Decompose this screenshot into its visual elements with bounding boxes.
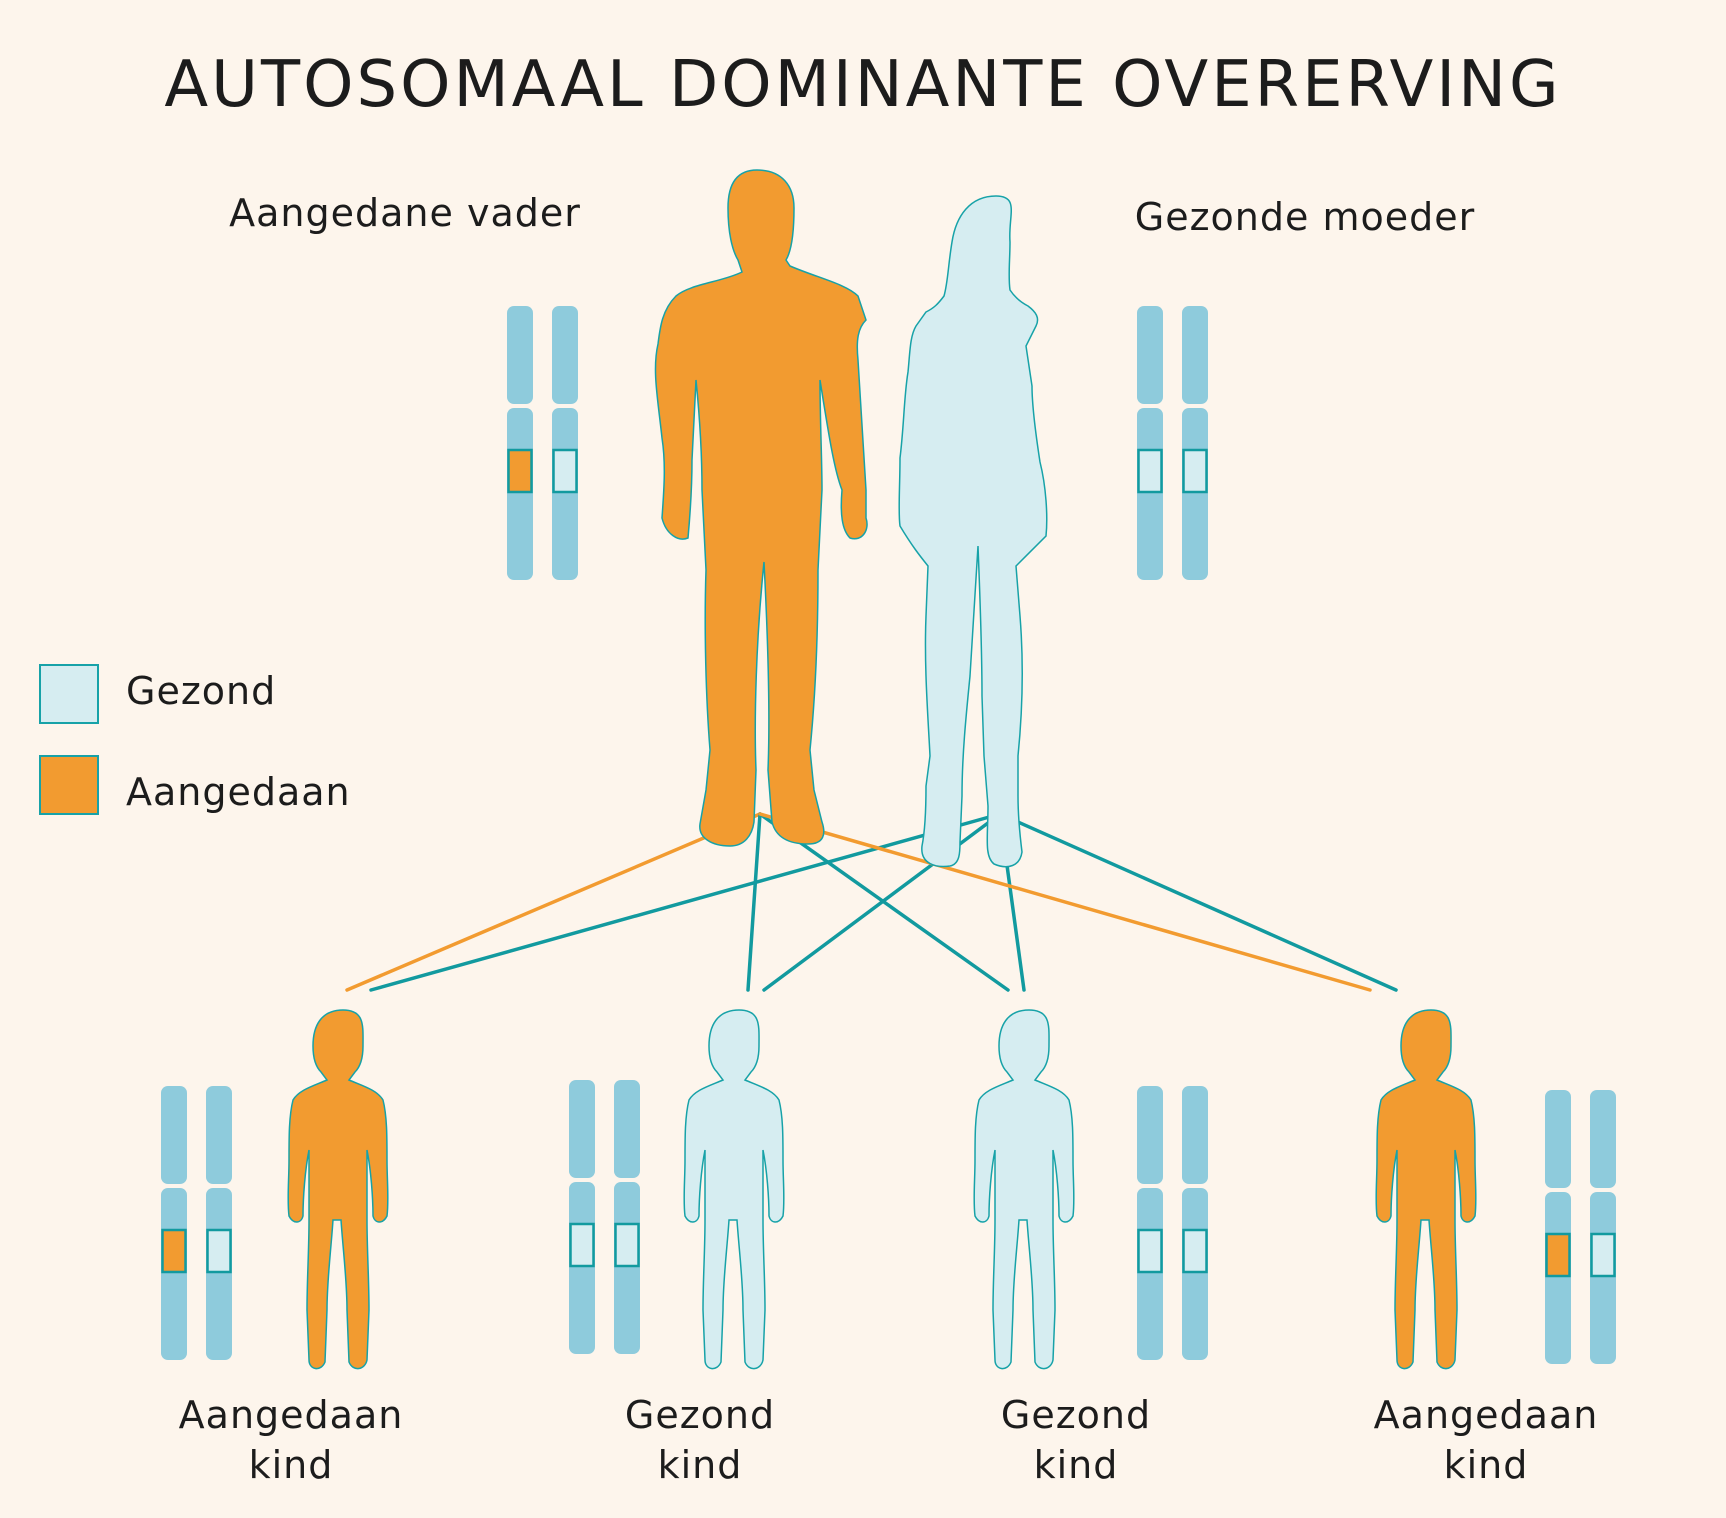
mother-chromosomes xyxy=(1137,306,1208,580)
child-2-figure xyxy=(683,1009,785,1370)
chromosome-arm-long xyxy=(507,408,533,580)
allele-healthy xyxy=(1182,448,1208,494)
chromosome-arm-short xyxy=(1182,1086,1208,1184)
chromosome-arm-long xyxy=(1590,1192,1616,1364)
line-father-child-2 xyxy=(746,812,762,992)
chromosome-arm-short xyxy=(161,1086,187,1184)
allele-healthy xyxy=(1182,1228,1208,1274)
chromosome-arm-short xyxy=(507,306,533,404)
line-mother-child-4 xyxy=(998,812,1398,992)
child-4-label-line1: Aangedaan xyxy=(1374,1393,1599,1437)
chromosome-arm-long xyxy=(614,1182,640,1354)
child-3-label-line1: Gezond xyxy=(1001,1393,1151,1437)
child-1-label-line1: Aangedaan xyxy=(179,1393,404,1437)
child-2-label-line2: kind xyxy=(658,1443,743,1487)
child-3-label-line2: kind xyxy=(1034,1443,1119,1487)
child-2-label-line1: Gezond xyxy=(625,1393,775,1437)
legend-affected-swatch xyxy=(39,755,99,815)
chromosome-arm-short xyxy=(1182,306,1208,404)
chromosome-arm-short xyxy=(569,1080,595,1178)
child-1-figure xyxy=(287,1009,389,1370)
chromosome-arm-long xyxy=(1182,408,1208,580)
line-father-child-4 xyxy=(758,812,1372,992)
father-figure xyxy=(654,169,868,847)
chromosome-arm-long xyxy=(1182,1188,1208,1360)
allele-affected xyxy=(507,448,533,494)
child-4-chromosomes xyxy=(1545,1090,1616,1364)
chromosome-arm-short xyxy=(614,1080,640,1178)
allele-affected xyxy=(1545,1232,1571,1278)
line-father-child-1 xyxy=(345,812,762,992)
allele-affected xyxy=(161,1228,187,1274)
line-mother-child-1 xyxy=(369,812,1002,992)
child-3-chromosomes xyxy=(1137,1086,1208,1360)
father-chromosomes xyxy=(507,306,578,580)
allele-healthy xyxy=(1137,1228,1163,1274)
allele-healthy xyxy=(1590,1232,1616,1278)
legend-healthy-swatch xyxy=(39,664,99,724)
chromosome-arm-long xyxy=(161,1188,187,1360)
father-label: Aangedane vader xyxy=(229,191,581,235)
inheritance-lines xyxy=(345,812,1398,992)
chromosome-arm-short xyxy=(1137,1086,1163,1184)
child-4-label-line2: kind xyxy=(1444,1443,1529,1487)
chromosome-arm-short xyxy=(1590,1090,1616,1188)
child-1-chromosomes xyxy=(161,1086,232,1360)
mother-label: Gezonde moeder xyxy=(1135,195,1475,239)
child-3-figure xyxy=(973,1009,1075,1370)
mother-figure xyxy=(898,195,1048,868)
chromosome-arm-short xyxy=(552,306,578,404)
chromosome-arm-long xyxy=(552,408,578,580)
chromosome-arm-short xyxy=(1137,306,1163,404)
legend-affected-label: Aangedaan xyxy=(126,770,351,814)
page-title: AUTOSOMAAL DOMINANTE OVERERVING xyxy=(164,48,1561,122)
allele-healthy xyxy=(552,448,578,494)
chromosome-arm-long xyxy=(1137,1188,1163,1360)
chromosome-arm-short xyxy=(206,1086,232,1184)
chromosome-arm-long xyxy=(1545,1192,1571,1364)
chromosome-arm-long xyxy=(1137,408,1163,580)
allele-healthy xyxy=(206,1228,232,1274)
allele-healthy xyxy=(1137,448,1163,494)
child-4-figure xyxy=(1375,1009,1477,1370)
allele-healthy xyxy=(614,1222,640,1268)
legend-healthy-label: Gezond xyxy=(126,669,276,713)
chromosomes xyxy=(161,306,1616,1364)
chromosome-arm-short xyxy=(1545,1090,1571,1188)
chromosome-arm-long xyxy=(206,1188,232,1360)
child-1-label-line2: kind xyxy=(249,1443,334,1487)
child-2-chromosomes xyxy=(569,1080,640,1354)
chromosome-arm-long xyxy=(569,1182,595,1354)
allele-healthy xyxy=(569,1222,595,1268)
